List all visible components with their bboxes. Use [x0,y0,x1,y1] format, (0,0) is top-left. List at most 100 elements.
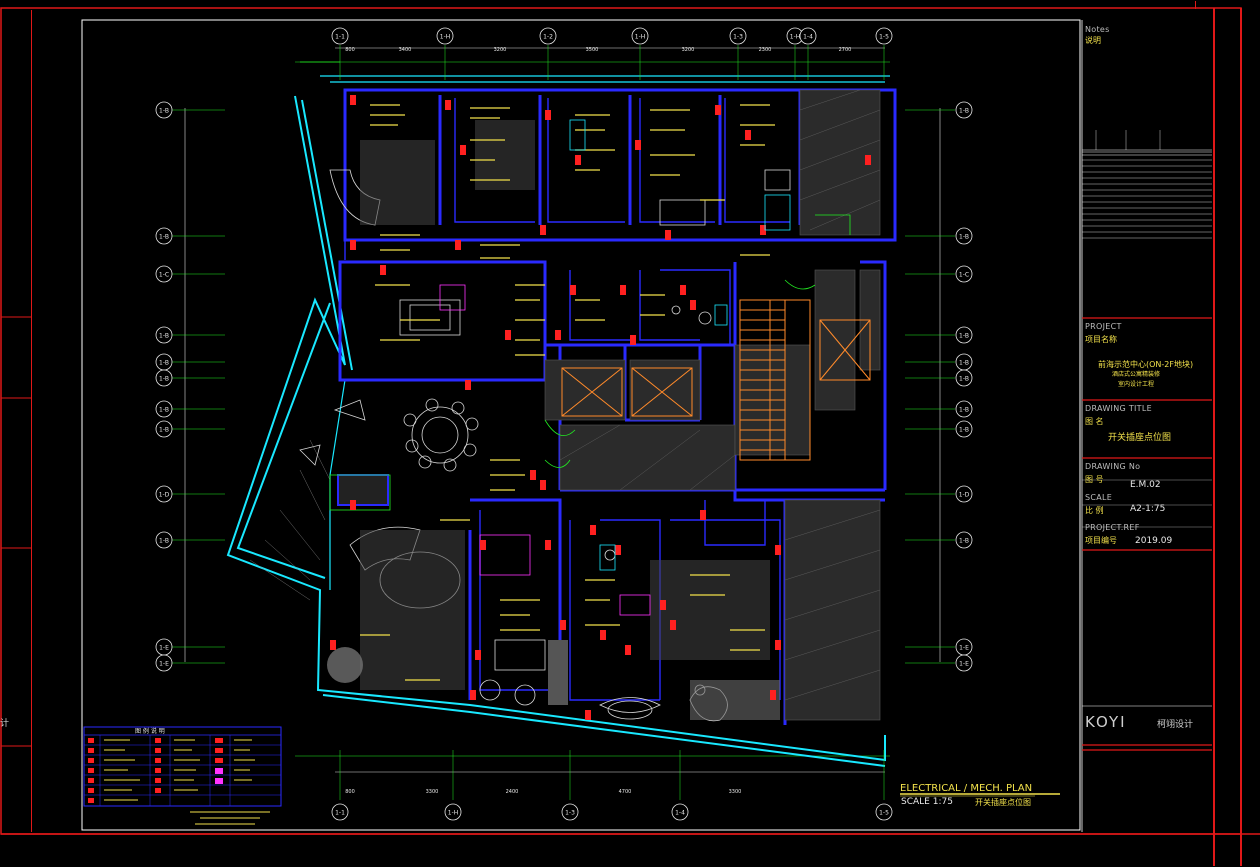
legend-table [83,726,282,825]
grid-bubble [539,27,557,45]
grid-bubble-label: 1-E [159,645,169,652]
drawing-no-label: DRAWING No [1085,462,1141,471]
grid-bubble-label: 1-B [159,360,169,367]
grid-bubble [875,803,893,821]
grid-bubble-label: 1-B [959,407,969,414]
project-cn: 项目名称 [1085,335,1117,344]
grid-bubbles-right: 1-B1-B1-C1-B1-B1-B1-B1-B1-D1-B1-E1-E [905,101,973,672]
scale-label: SCALE [1085,493,1113,502]
grid-bubble [955,654,973,672]
dimension-label: 2300 [759,47,772,53]
grid-bubble-label: 1-1 [335,34,345,41]
dimension-label: 3200 [682,47,695,53]
scale-value: A2-1:75 [1130,504,1166,514]
grid-bubble [155,654,173,672]
grid-bubble [955,326,973,344]
dimension-label: 800 [345,789,355,795]
grid-bubble-label: 1-B [159,538,169,545]
grid-bubble [444,803,462,821]
grid-bubble-label: 1-H [448,810,459,817]
brand-cn: 柯翊设计 [1157,720,1194,730]
device-symbols [330,95,871,720]
grid-bubble-label: 1-B [159,234,169,241]
grid-bubble-label: 1-2 [543,34,553,41]
scale-cn: 比 例 [1085,506,1104,515]
grid-bubble-label: 1-3 [733,34,743,41]
floor-plan [184,47,941,773]
notes-label: Notes [1085,25,1110,34]
grid-bubble [955,420,973,438]
grid-bubble-label: 1-B [159,333,169,340]
grid-bubble-label: 1-B [159,108,169,115]
grid-bubble [671,803,689,821]
grid-bubble [955,369,973,387]
grid-bubble-label: 1-3 [565,810,575,817]
dimension-label: 3400 [399,47,412,53]
grid-bubble [331,803,349,821]
grid-bubble-label: 1-H [635,34,646,41]
grid-bubble [955,531,973,549]
grid-bubble-label: 1-B [959,108,969,115]
dimension-label: 3200 [494,47,507,53]
grid-bubble [155,265,173,283]
grid-bubble-label: 1-4 [803,34,813,41]
grid-bubble [155,420,173,438]
grid-bubble [955,265,973,283]
dimension-label: 2700 [839,47,852,53]
project-name-2: 酒店式公寓精装修 [1112,371,1161,378]
drawing-no-cn: 图 号 [1085,475,1104,484]
grid-bubble [155,326,173,344]
grid-bubble-label: 1-4 [675,810,685,817]
dimension-labels-top: 800 3400 3200 3500 3200 2300 2700 [345,47,851,53]
grid-bubble-label: 1-B [159,427,169,434]
grid-bubble [631,27,649,45]
grid-bubble-label: 1-B [159,407,169,414]
plan-subtitle: 开关插座点位图 [975,798,1031,807]
grid-bubble [729,27,747,45]
grid-bubble-label: 1-B [959,234,969,241]
grid-bubble [955,227,973,245]
project-name-1: 前海示范中心(ON-2F地块) [1098,360,1194,369]
grid-bubble-label: 1-E [959,645,969,652]
project-ref-label: PROJECT.REF [1085,523,1140,532]
dimension-label: 3300 [729,789,742,795]
grid-bubble-label: 1-C [959,272,969,279]
grid-bubble [155,227,173,245]
grid-bubbles-left: 1-B 1-B 1-C 1-B 1-B 1-B 1-B 1-B 1-D 1-B 1-E 1-E [155,101,225,672]
grid-bubble-label: 1-B [959,333,969,340]
sheet-border [0,7,1242,835]
grid-bubble-label: 1-H [440,34,451,41]
grid-bubble-label: 1-B [159,376,169,383]
grid-bubble [561,803,579,821]
grid-bubble-label: 1-D [159,492,170,499]
grid-bubble-label: 1-D [959,492,970,499]
project-ref-cn: 项目编号 [1085,536,1117,545]
dimension-label: 3500 [586,47,599,53]
grid-bubble [799,27,817,45]
drawing-title-value: 开关插座点位图 [1108,433,1172,443]
project-label: PROJECT [1085,322,1122,331]
title-block-lines [1081,20,1212,832]
grid-bubble [955,400,973,418]
drawing-title-cn: 图 名 [1085,417,1104,426]
grid-bubble-label: 1-B [959,360,969,367]
dimension-label: 800 [345,47,355,53]
dimension-label: 3300 [426,789,439,795]
dimension-label: 4700 [619,789,632,795]
plan-title: ELECTRICAL / MECH. PLAN [900,783,1033,794]
left-cut-text: 计 [0,719,10,729]
brand-logo: KOYI [1085,713,1127,731]
drawing-frame [81,19,1081,831]
grid-bubble-label: 1-C [159,272,169,279]
grid-bubble-label: 1-B [959,538,969,545]
grid-bubble-label: 1-E [959,661,969,668]
grid-bubble [955,101,973,119]
grid-bubble-label: 1-E [159,661,169,668]
grid-bubble-label: 1-5 [879,34,889,41]
grid-bubble-label: 1-1 [335,810,345,817]
grid-bubble-label: 1-B [959,376,969,383]
grid-bubble [155,531,173,549]
